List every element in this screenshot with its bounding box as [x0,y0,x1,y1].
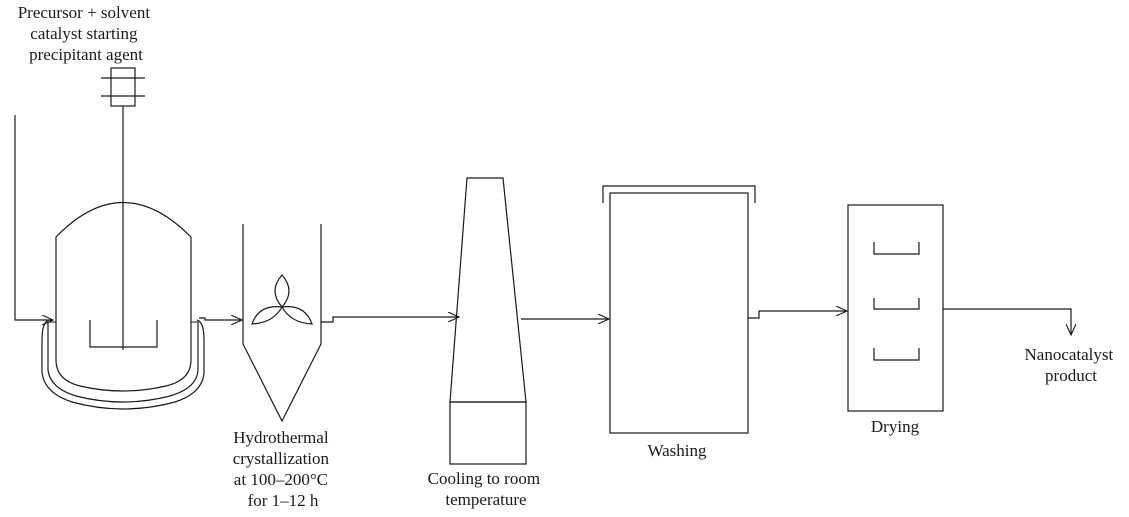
feed-line [14,115,53,320]
dryer-tray-3 [873,348,920,361]
washing-outlet-line [748,311,847,319]
reactor-input-line-1: Precursor + solvent [18,3,151,22]
washing-label: Washing [647,441,707,460]
dryer-tray-1 [873,242,920,255]
impeller [89,320,158,348]
hydrothermal-line-3: at 100–200°C [234,470,328,489]
reactor-jacket [41,319,205,410]
hydrothermal-crystallizer [242,224,322,423]
reactor-outlet-line [199,318,242,320]
product-line-1: Nanocatalyst [1025,345,1114,364]
cooling-line-2: temperature [445,490,526,509]
washing-tank [602,185,756,434]
cooling-label: Cooling to room temperature [428,469,545,509]
reactor-vessel [55,201,192,280]
cooling-line-1: Cooling to room [428,469,540,488]
hydrothermal-line-1: Hydrothermal [233,428,329,447]
reactor-input-label: Precursor + solvent catalyst starting pr… [18,3,155,64]
product-label: Nanocatalyst product [1025,345,1118,385]
dryer-tray-2 [873,298,920,310]
three-blade-impeller [251,274,313,325]
dryer [847,204,944,412]
hydrothermal-line-4: for 1–12 h [248,491,319,510]
reactor-input-line-3: precipitant agent [29,45,143,64]
hydrothermal-line-2: crystallization [233,449,330,468]
stirrer-motor [110,67,136,107]
hydrothermal-label: Hydrothermal crystallization at 100–200°… [233,428,334,510]
reactor-input-line-2: catalyst starting [30,24,138,43]
crystallizer-outlet-line [321,317,459,323]
product-line-2: product [1045,366,1097,385]
cooling-column [449,177,527,465]
drying-label: Drying [871,417,920,436]
product-line [943,308,1071,335]
reactor [41,67,205,410]
